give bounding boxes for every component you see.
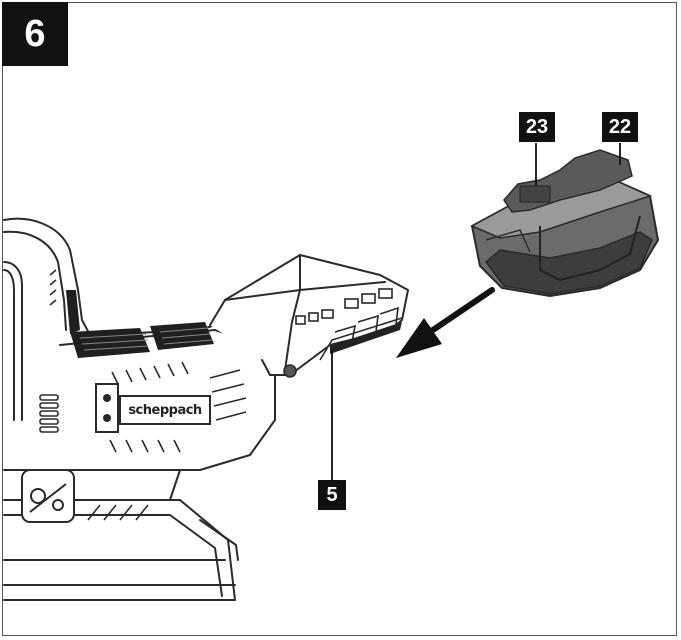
logo-plate bbox=[95, 383, 211, 433]
logo-text: scheppach bbox=[128, 403, 202, 418]
insert-arrow bbox=[396, 287, 495, 358]
speed-dial bbox=[21, 469, 75, 523]
figure-number-badge: 6 bbox=[2, 2, 68, 66]
grip-texture bbox=[79, 327, 213, 351]
callout-5: 5 bbox=[318, 480, 346, 510]
callout-22: 22 bbox=[602, 112, 638, 142]
battery-pack bbox=[470, 149, 660, 298]
jigsaw bbox=[3, 217, 409, 601]
callout-23: 23 bbox=[519, 112, 555, 142]
leader-lines bbox=[331, 143, 621, 480]
vent-slots bbox=[39, 269, 247, 521]
battery-slot bbox=[283, 288, 403, 378]
slot-dark-edge bbox=[330, 322, 402, 354]
